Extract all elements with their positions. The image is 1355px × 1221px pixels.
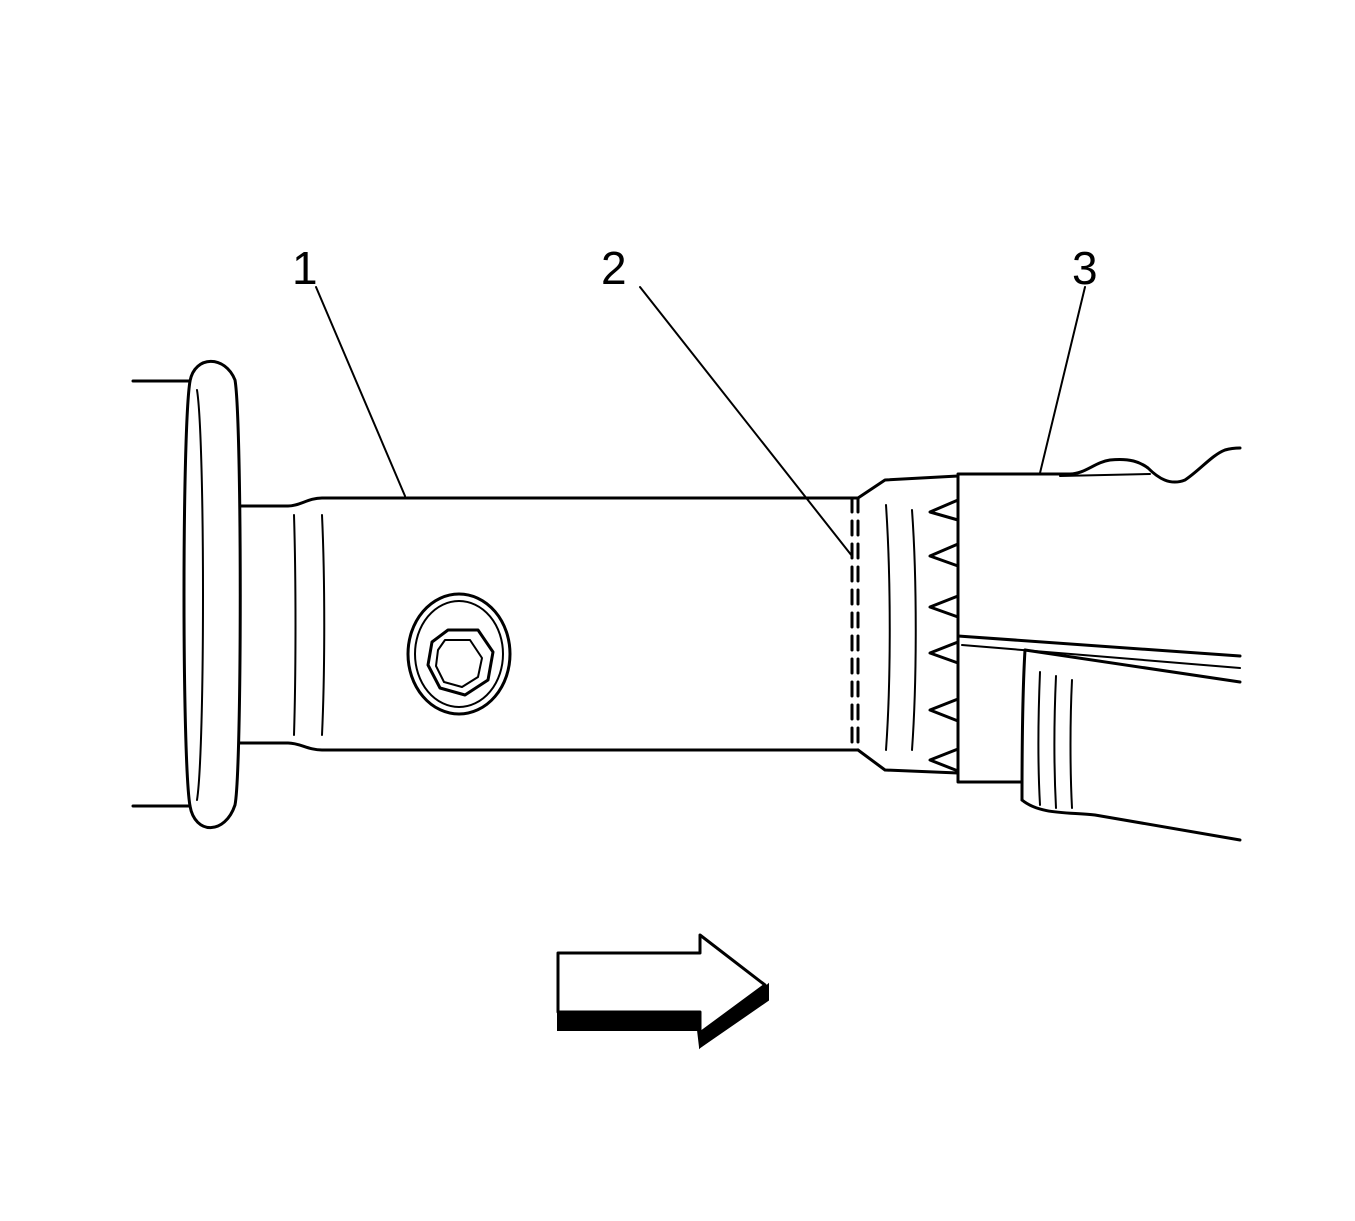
callout-label-3: 3 [1072, 242, 1098, 294]
callout-leader-1 [315, 286, 406, 497]
callout-leader-2 [639, 286, 853, 557]
clamp-tool [956, 446, 1242, 842]
callout-leader-3 [1039, 286, 1086, 474]
shaft-tube [238, 496, 860, 752]
left-flange [131, 359, 242, 830]
callout-leaders [315, 286, 1086, 557]
hex-bolt [406, 592, 512, 716]
callout-label-1: 1 [292, 242, 318, 294]
dashed-marking-line [850, 496, 860, 752]
direction-arrow-icon [556, 933, 769, 1050]
callout-label-2: 2 [601, 242, 627, 294]
toothed-collar [856, 474, 960, 775]
